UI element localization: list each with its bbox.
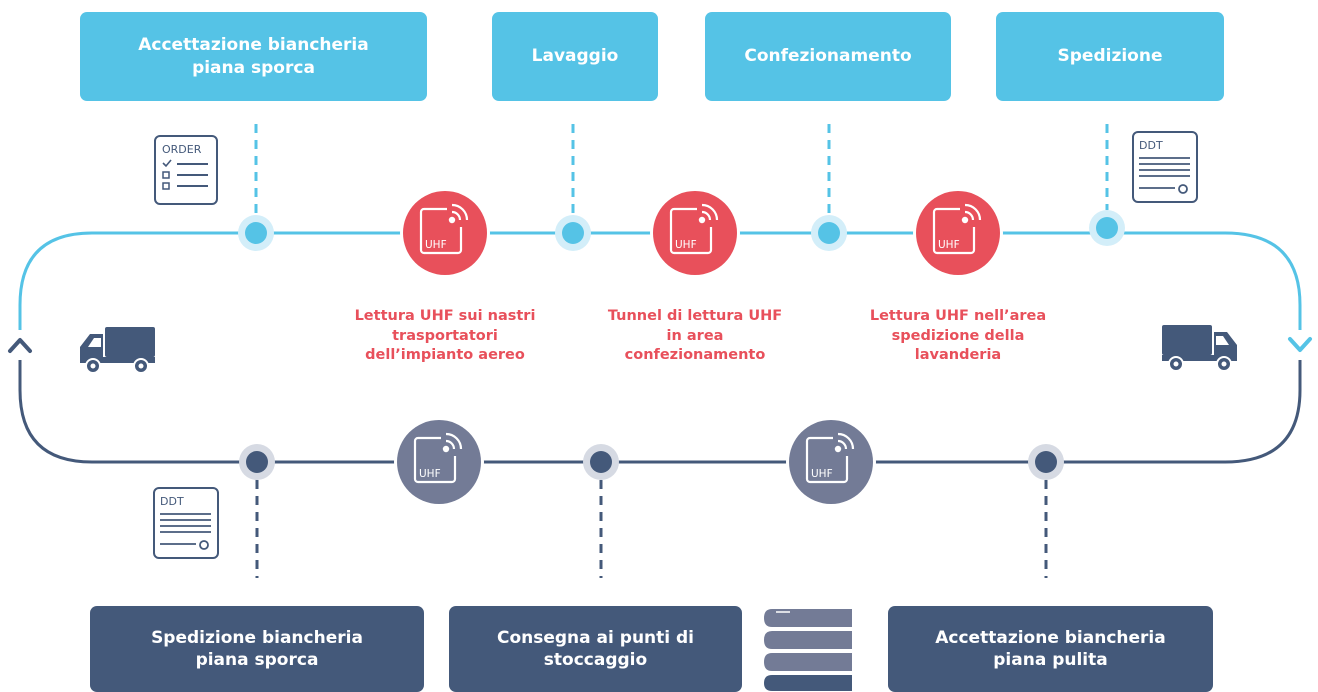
chevron-down-icon bbox=[1286, 330, 1314, 360]
step-label: Confezionamento bbox=[744, 46, 912, 67]
reader-caption-1: Lettura UHF sui nastri trasportatori del… bbox=[354, 308, 536, 364]
step-label: Lavaggio bbox=[531, 46, 619, 67]
linen-stack-icon bbox=[764, 609, 852, 691]
uhf-reader-icon: UHF bbox=[394, 417, 484, 507]
step-label: Spedizione biancheria piana sporca bbox=[151, 627, 363, 670]
step-box-bottom-3: Accettazione biancheria piana pulita bbox=[888, 606, 1213, 692]
step-box-top-4: Spedizione bbox=[996, 12, 1224, 101]
reader-caption-3: Lettura UHF nell’area spedizione della l… bbox=[869, 308, 1047, 364]
uhf-label: UHF bbox=[425, 239, 447, 251]
step-label: Spedizione bbox=[1057, 46, 1163, 67]
ddt-document-icon: DDT bbox=[1132, 131, 1198, 203]
node-bottom-1 bbox=[239, 444, 275, 480]
ddt-top-label: DDT bbox=[1139, 139, 1163, 152]
step-box-top-3: Confezionamento bbox=[705, 12, 951, 101]
step-box-top-1: Accettazione biancheria piana sporca bbox=[80, 12, 427, 101]
node-bottom-2 bbox=[583, 444, 619, 480]
node-top-2 bbox=[555, 215, 591, 251]
reader-caption-2: Tunnel di lettura UHF in area confeziona… bbox=[607, 308, 783, 364]
truck-icon bbox=[80, 327, 155, 374]
step-label: Accettazione biancheria piana pulita bbox=[935, 627, 1166, 670]
step-label: Consegna ai punti di stoccaggio bbox=[496, 627, 695, 670]
order-document-icon: ORDER bbox=[154, 135, 218, 205]
node-top-3 bbox=[811, 215, 847, 251]
uhf-label: UHF bbox=[811, 468, 833, 480]
truck-icon bbox=[1162, 325, 1237, 372]
uhf-reader-icon: UHF bbox=[650, 188, 740, 278]
node-top-4 bbox=[1089, 210, 1125, 246]
uhf-label: UHF bbox=[419, 468, 441, 480]
step-box-top-2: Lavaggio bbox=[492, 12, 658, 101]
ddt-document-icon: DDT bbox=[153, 487, 219, 559]
order-doc-label: ORDER bbox=[162, 143, 202, 156]
uhf-reader-icon: UHF bbox=[913, 188, 1003, 278]
uhf-reader-icon: UHF bbox=[786, 417, 876, 507]
ddt-bottom-label: DDT bbox=[160, 495, 184, 508]
node-top-1 bbox=[238, 215, 274, 251]
step-box-bottom-2: Consegna ai punti di stoccaggio bbox=[449, 606, 742, 692]
chevron-up-icon bbox=[6, 330, 34, 360]
step-label: Accettazione biancheria piana sporca bbox=[138, 35, 369, 78]
uhf-label: UHF bbox=[675, 239, 697, 251]
step-box-bottom-1: Spedizione biancheria piana sporca bbox=[90, 606, 424, 692]
uhf-label: UHF bbox=[938, 239, 960, 251]
uhf-reader-icon: UHF bbox=[400, 188, 490, 278]
loop-bottom-track bbox=[18, 345, 1302, 464]
node-bottom-3 bbox=[1028, 444, 1064, 480]
